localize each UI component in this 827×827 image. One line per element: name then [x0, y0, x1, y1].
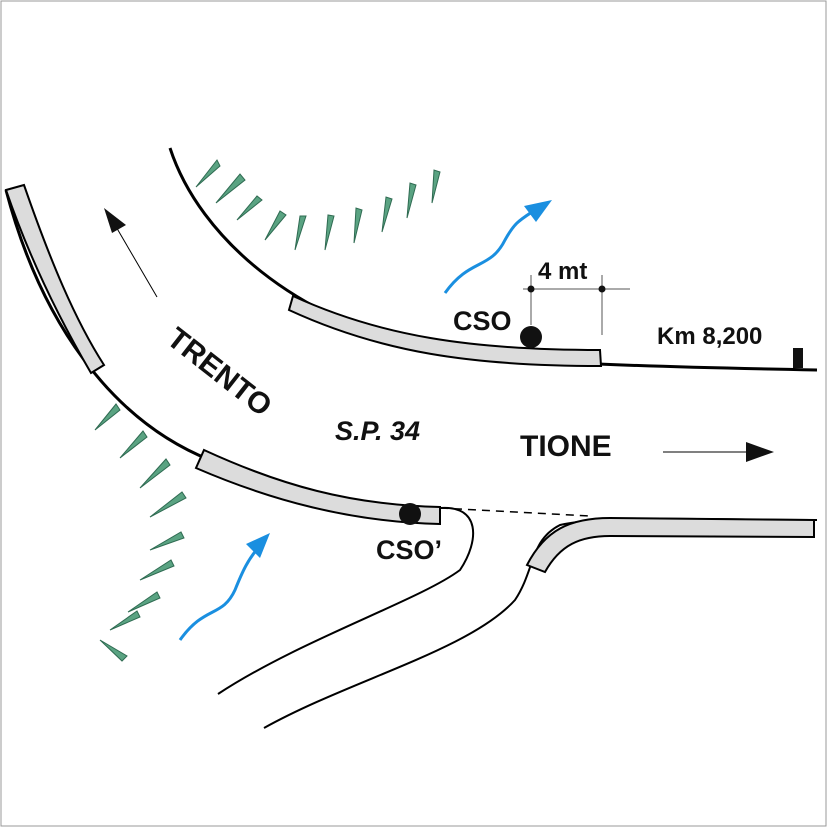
- tree-icon: [99, 639, 128, 662]
- water-flow-arrow-icon: [178, 547, 260, 641]
- tree-icon: [294, 215, 307, 251]
- side-road-edge-inner: [217, 506, 474, 695]
- junction-dashed-line: [439, 507, 591, 517]
- label-km: Km 8,200: [657, 323, 762, 350]
- tree-icon: [94, 403, 121, 431]
- tree-icon: [215, 173, 246, 204]
- label-trento: TRENTO: [161, 322, 278, 424]
- tree-icon: [139, 559, 175, 581]
- arrow-trento-head: [104, 208, 126, 233]
- label-tione: TIONE: [520, 430, 612, 463]
- label-cso: CSO: [453, 306, 512, 336]
- flow-arrow-head-south: [246, 533, 270, 558]
- arrow-tione-head: [746, 442, 774, 462]
- tree-icon: [149, 491, 187, 518]
- label-distance: 4 mt: [538, 258, 587, 285]
- tree-icon: [109, 610, 141, 631]
- label-road: S.P. 34: [335, 416, 420, 446]
- label-cso-prime: CSO’: [376, 535, 442, 565]
- tree-icon: [236, 195, 263, 221]
- tree-icon: [127, 591, 161, 613]
- tree-icon: [353, 207, 363, 244]
- dimension-dot-left: [527, 285, 535, 293]
- tree-icon: [381, 196, 393, 233]
- flow-arrow-head-north: [524, 200, 552, 222]
- tree-icon: [431, 169, 441, 204]
- vegetation-west: [94, 403, 187, 662]
- tree-icon: [264, 210, 287, 241]
- water-flow-arrow-icon: [443, 208, 536, 294]
- cso-point: [520, 326, 542, 348]
- tree-icon: [149, 531, 185, 551]
- vegetation-north: [195, 159, 441, 251]
- guardrail-south: [194, 448, 441, 526]
- tree-icon: [195, 159, 221, 188]
- tree-icon: [139, 458, 171, 489]
- dimension-dot-right: [598, 285, 606, 293]
- arrow-trento-shaft: [114, 224, 158, 298]
- guardrail-east: [525, 516, 815, 574]
- guardrail-north: [287, 294, 603, 368]
- cso-prime-point: [399, 503, 421, 525]
- guardrail-west: [4, 183, 106, 375]
- km-marker: [793, 348, 803, 368]
- tree-icon: [406, 182, 417, 219]
- tree-icon: [324, 214, 335, 251]
- tree-icon: [119, 430, 148, 459]
